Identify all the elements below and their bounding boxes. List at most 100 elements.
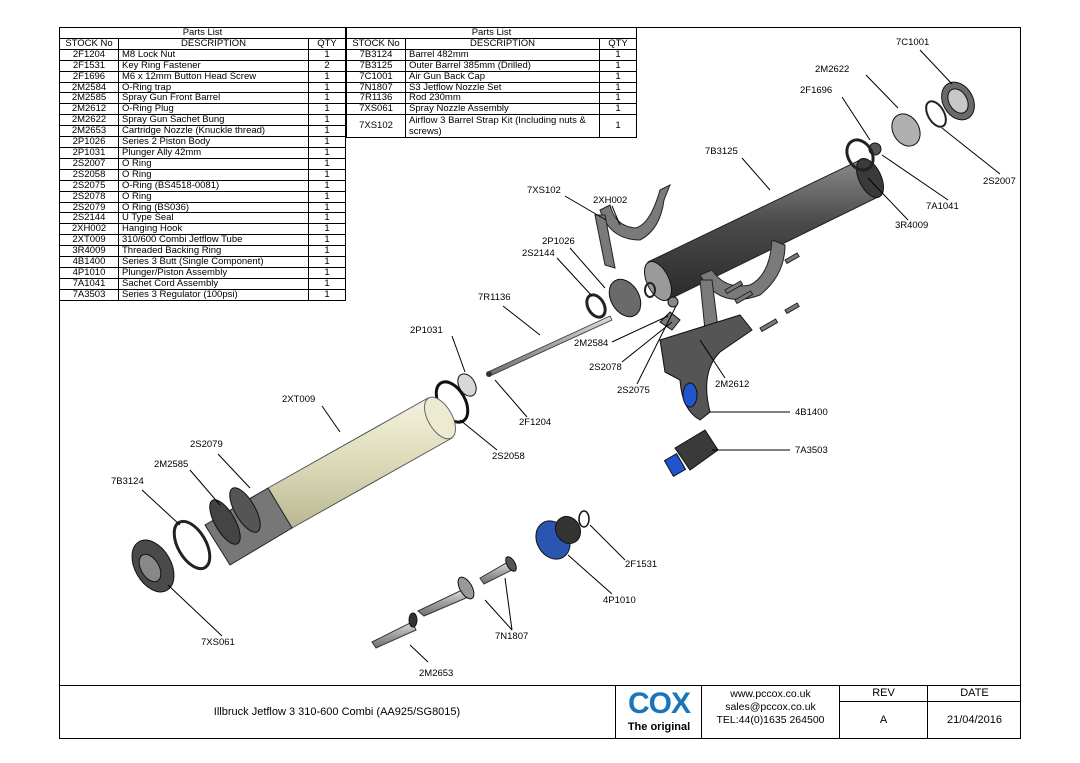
callout-4B1400: 4B1400 [795,407,828,418]
leader-lines [141,49,1001,663]
description-cell: Series 3 Regulator (100psi) [118,288,309,301]
stock-no-cell: 7XS102 [346,114,406,139]
stock-no-cell: 7B3125 [346,59,406,72]
description-cell: Spray Nozzle Assembly [405,103,600,116]
callout-7C1001: 7C1001 [896,37,929,48]
stock-no-cell: 2F1696 [59,70,119,83]
qty-cell: 1 [308,223,346,236]
callout-7XS061: 7XS061 [201,637,235,648]
rod-part [486,315,613,377]
callout-2F1531: 2F1531 [625,559,657,570]
description-cell: Threaded Backing Ring [118,245,309,258]
callout-2S2007: 2S2007 [983,176,1016,187]
col-description: DESCRIPTION [405,37,600,50]
description-cell: S3 Jetflow Nozzle Set [405,81,600,94]
qty-cell: 1 [308,212,346,225]
stock-no-cell: 2S2058 [59,168,119,181]
description-cell: Airflow 3 Barrel Strap Kit (Including nu… [405,114,600,139]
qty-cell: 1 [599,70,637,83]
stock-no-cell: 7N1807 [346,81,406,94]
callout-4P1010: 4P1010 [603,595,636,606]
qty-cell: 1 [308,256,346,268]
callout-2S2144: 2S2144 [522,248,555,259]
callout-labels: 7C1001 2M2622 2F1696 7B3125 2S2007 7A104… [111,37,1016,679]
stock-no-cell: 2F1531 [59,59,119,72]
qty-cell: 1 [308,245,346,258]
stock-no-cell: 2S2075 [59,179,119,192]
rev-label: REV [839,685,927,702]
parts-list-title: Parts List [346,27,637,39]
description-cell: Hanging Hook [118,223,309,236]
qty-cell: 1 [308,288,346,301]
description-cell: Outer Barrel 385mm (Drilled) [405,59,600,72]
stock-no-cell: 2S2079 [59,201,119,214]
description-cell: 310/600 Combi Jetflow Tube [118,234,309,247]
description-cell: O Ring [118,190,309,203]
description-cell: O-Ring (BS4518-0081) [118,179,309,192]
callout-2M2622: 2M2622 [815,64,849,75]
callout-2S2058: 2S2058 [492,451,525,462]
col-stock-no: STOCK No [346,37,406,50]
company-logo: COX The original [615,685,701,739]
callout-2S2078: 2S2078 [589,362,622,373]
description-cell: Series 3 Butt (Single Component) [118,256,309,268]
callout-7A1041: 7A1041 [926,201,959,212]
plunger-assembly-part [535,510,590,560]
description-cell: U Type Seal [118,212,309,225]
stock-no-cell: 7C1001 [346,70,406,83]
description-cell: O Ring [118,168,309,181]
stock-no-cell: 2XH002 [59,223,119,236]
stock-no-cell: 2S2078 [59,190,119,203]
stock-no-cell: 2M2622 [59,114,119,127]
qty-cell: 1 [308,81,346,94]
description-cell: Cartridge Nozzle (Knuckle thread) [118,125,309,138]
stock-no-cell: 2S2144 [59,212,119,225]
qty-cell: 1 [308,92,346,105]
qty-cell: 1 [599,103,637,116]
plunger-part [457,373,477,397]
nozzle-set-part [417,556,517,617]
stock-no-cell: 7B3124 [346,48,406,61]
description-cell: Plunger/Piston Assembly [118,266,309,279]
callout-2M2585: 2M2585 [154,459,188,470]
callout-7B3125: 7B3125 [705,146,738,157]
stock-no-cell: 4B1400 [59,256,119,268]
stock-no-cell: 2M2653 [59,125,119,138]
qty-cell: 1 [308,146,346,159]
cartridge-nozzle-part [371,612,418,649]
col-qty: QTY [308,37,346,50]
description-cell: Rod 230mm [405,92,600,105]
stock-no-cell: 7A3503 [59,288,119,301]
contact-info: www.pccox.co.uk sales@pccox.co.uk TEL:44… [701,685,839,739]
callout-2XH002: 2XH002 [593,195,627,206]
qty-cell: 1 [308,190,346,203]
description-cell: Series 2 Piston Body [118,136,309,148]
qty-cell: 1 [308,103,346,116]
col-stock-no: STOCK No [59,37,119,50]
callout-7XS102: 7XS102 [527,185,561,196]
stock-no-cell: 7XS061 [346,103,406,116]
front-barrel-part [172,487,293,571]
qty-cell: 1 [308,157,346,170]
parts-list-right: Parts List STOCK No DESCRIPTION QTY 7B31… [346,27,637,139]
callout-2M2653: 2M2653 [419,668,453,679]
description-cell: O-Ring Plug [118,103,309,116]
qty-cell: 1 [308,234,346,247]
combi-tube-part [267,396,456,529]
description-cell: M6 x 12mm Button Head Screw [118,70,309,83]
qty-cell: 1 [308,136,346,148]
qty-cell: 1 [308,114,346,127]
